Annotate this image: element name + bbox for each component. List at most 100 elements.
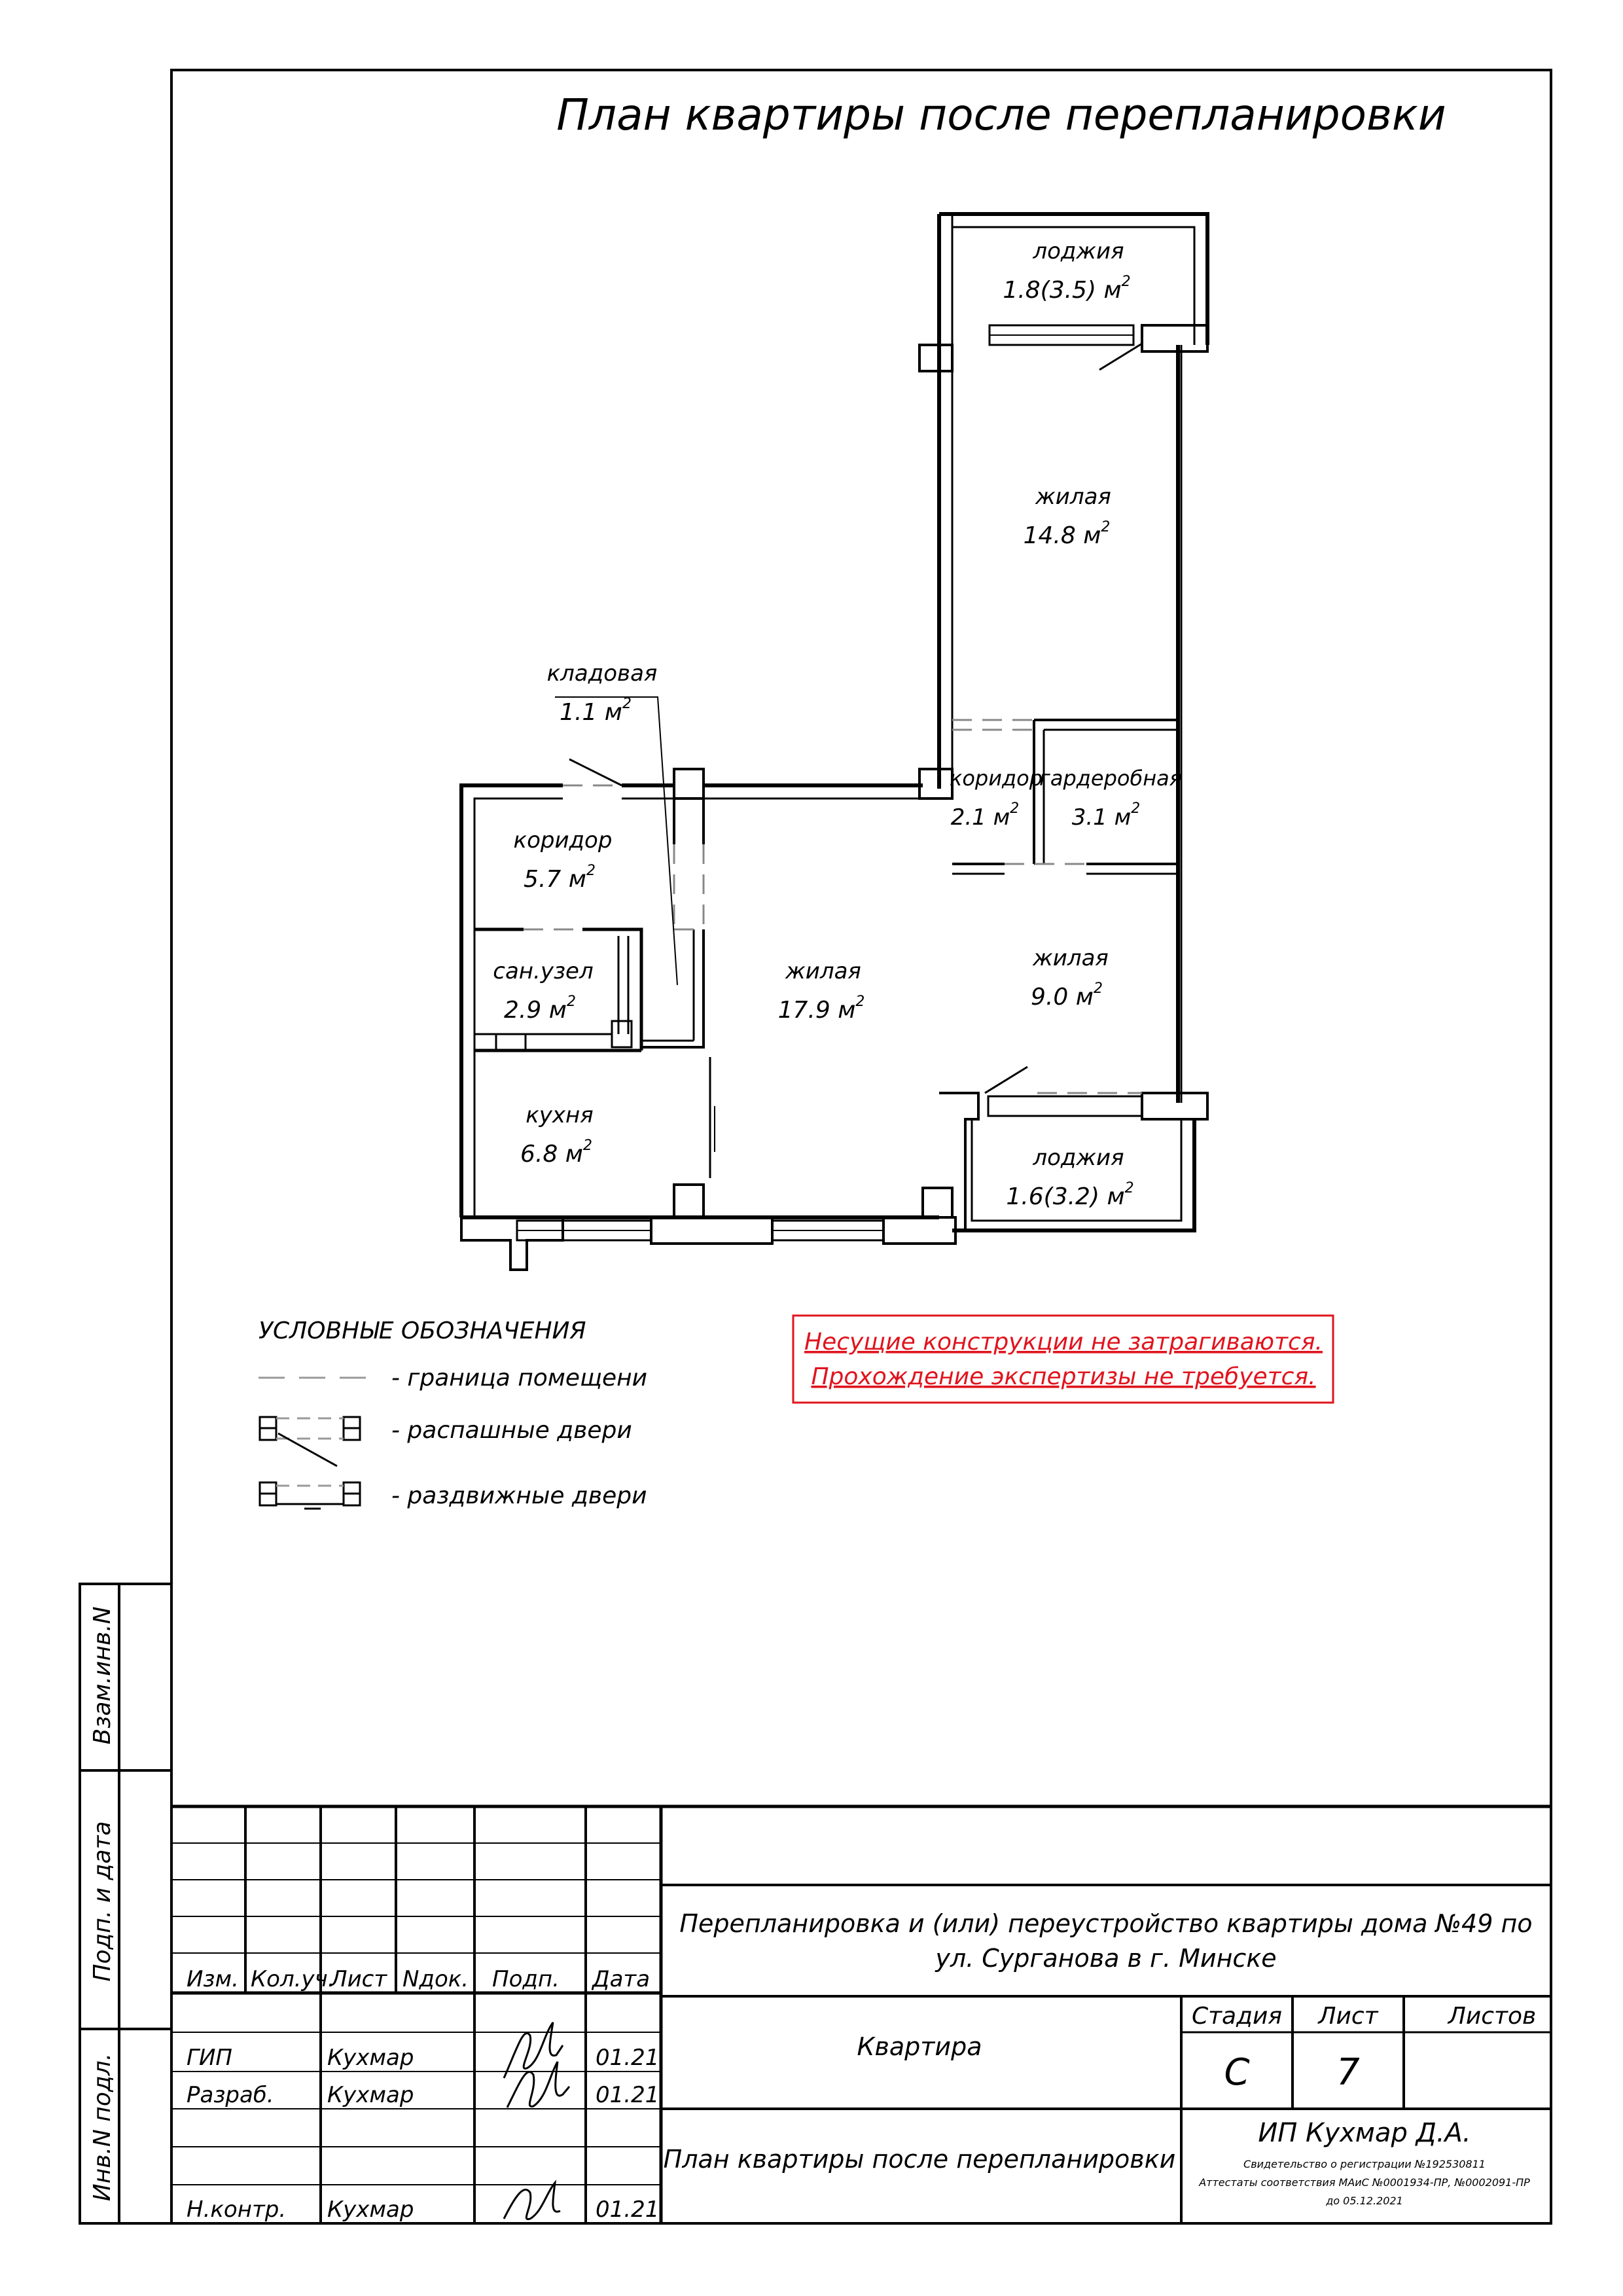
- area-unit: м: [1107, 1183, 1124, 1210]
- area-value: 2.1: [951, 804, 986, 831]
- room-name: жилая: [785, 958, 861, 984]
- page-title: План квартиры после перепланировки: [556, 90, 1446, 140]
- area-unit: м: [565, 1141, 583, 1168]
- area-value: 2.9: [504, 997, 541, 1024]
- tb-name: Кухмар: [327, 2045, 414, 2071]
- leader-line: [555, 696, 678, 986]
- area-value: 1.8(3.5): [1003, 277, 1096, 304]
- area-value: 6.8: [520, 1141, 558, 1168]
- area-sup: 2: [1122, 274, 1131, 290]
- sheet-title: План квартиры после перепланировки: [664, 2145, 1176, 2174]
- wall: [952, 1119, 1196, 1232]
- area-value: 1.1: [560, 699, 597, 726]
- company-detail: Аттестаты соответствия МАиС №0001934-ПР,…: [1198, 2176, 1530, 2189]
- wall: [582, 927, 643, 1050]
- room-area: 3.1 м2: [1072, 800, 1141, 831]
- tb-name: Кухмар: [327, 2082, 414, 2108]
- wall: [939, 212, 1209, 345]
- wall: [641, 929, 705, 1049]
- room-name: гардеробная: [1039, 766, 1182, 791]
- tb-header: Кол.уч.: [251, 1966, 335, 1992]
- legend: УСЛОВНЫЕ ОБОЗНАЧЕНИЯ - граница помещени …: [259, 1318, 647, 1510]
- side-stamp: [79, 1583, 173, 2225]
- area-sup: 2: [583, 1138, 592, 1154]
- tb-date: 01.21: [596, 2045, 659, 2071]
- room-labels: лоджия 1.8(3.5) м2 жилая 14.8 м2 кладова…: [493, 238, 1182, 1210]
- room-name: лоджия: [1032, 1145, 1124, 1171]
- tb-role: ГИП: [187, 2045, 232, 2071]
- room-area: 6.8 м2: [520, 1138, 592, 1168]
- tb-role: Н.контр.: [187, 2197, 286, 2223]
- room-name: лоджия: [1032, 238, 1124, 264]
- legend-item: - граница помещени: [391, 1365, 647, 1391]
- wall: [971, 1119, 1183, 1222]
- title-block-grid: [171, 1804, 1551, 2223]
- area-value: 17.9: [778, 997, 830, 1024]
- area-sup: 2: [1101, 519, 1110, 535]
- area-value: 3.1: [1072, 804, 1107, 831]
- window: [987, 1095, 1143, 1117]
- legend-item: - раздвижные двери: [391, 1482, 647, 1509]
- company-detail: до 05.12.2021: [1325, 2195, 1403, 2207]
- company-name: ИП Кухмар Д.А.: [1258, 2118, 1471, 2148]
- wall: [473, 797, 563, 1217]
- area-unit: м: [1083, 522, 1101, 549]
- side-stamp-label: Взам.инв.N: [89, 1606, 116, 1744]
- area-unit: м: [993, 804, 1010, 831]
- area-unit: м: [549, 997, 567, 1024]
- sanitary-fixture: [611, 1020, 633, 1049]
- door-swing: [1099, 342, 1143, 371]
- sheet-value: 7: [1336, 2051, 1360, 2094]
- area-sup: 2: [1094, 980, 1103, 997]
- tb-name: Кухмар: [327, 2197, 414, 2223]
- tb-header: Nдок.: [402, 1966, 469, 1992]
- area-unit: м: [605, 699, 622, 726]
- wall-pier: [918, 344, 954, 372]
- wall: [459, 783, 563, 1217]
- room-area: 5.7 м2: [524, 863, 596, 893]
- tb-date: 01.21: [596, 2082, 659, 2108]
- legend-swing-door-symbol: [259, 1416, 361, 1467]
- room-area: 1.6(3.2) м2: [1006, 1180, 1133, 1210]
- project-title: Перепланировка и (или) переустройство кв…: [679, 1909, 1532, 1938]
- area-sup: 2: [1131, 800, 1140, 817]
- wall-pier: [1141, 324, 1209, 353]
- sheet-label: Лист: [1317, 2003, 1378, 2030]
- company-detail: Свидетельство о регистрации №192530811: [1243, 2158, 1486, 2170]
- room-area: 1.1 м2: [560, 696, 632, 726]
- area-sup: 2: [855, 994, 865, 1010]
- area-unit: м: [569, 866, 586, 893]
- area-unit: м: [1115, 804, 1132, 831]
- room-area: 2.9 м2: [504, 994, 576, 1024]
- door-swing: [569, 758, 622, 787]
- area-unit: м: [838, 997, 855, 1024]
- sheets-label: Листов: [1447, 2003, 1536, 2030]
- legend-item: - распашные двери: [391, 1417, 632, 1444]
- area-value: 1.6(3.2): [1006, 1183, 1099, 1210]
- stage-value: С: [1224, 2051, 1249, 2094]
- area-sup: 2: [567, 994, 576, 1010]
- drawing-frame: [170, 69, 1552, 2225]
- legend-sliding-door-symbol: [259, 1481, 361, 1510]
- floor-plan: [459, 212, 1209, 1271]
- title-block-text: Изм. Кол.уч. Лист Nдок. Подп. Дата ГИП К…: [187, 1909, 1536, 2223]
- room-name: жилая: [1035, 484, 1111, 510]
- area-unit: м: [1103, 277, 1121, 304]
- object-name: Квартира: [857, 2032, 982, 2061]
- area-value: 14.8: [1024, 522, 1076, 549]
- area-sup: 2: [622, 696, 632, 712]
- tb-header: Дата: [591, 1966, 650, 1992]
- room-name: сан.узел: [493, 958, 593, 984]
- tb-date: 01.21: [596, 2197, 659, 2223]
- notice-line: Прохождение экспертизы не требуется.: [811, 1363, 1315, 1390]
- room-name: жилая: [1032, 945, 1109, 971]
- room-area: 2.1 м2: [951, 800, 1020, 831]
- room-area: 17.9 м2: [778, 994, 865, 1024]
- side-stamp-label: Подп. и дата: [89, 1821, 116, 1981]
- door-swing: [984, 1066, 1028, 1094]
- room-area: 1.8(3.5) м2: [1003, 274, 1130, 304]
- signature: [503, 2022, 571, 2221]
- tb-role: Разраб.: [187, 2082, 274, 2108]
- notice-line: Несущие конструкции не затрагиваются.: [804, 1329, 1323, 1355]
